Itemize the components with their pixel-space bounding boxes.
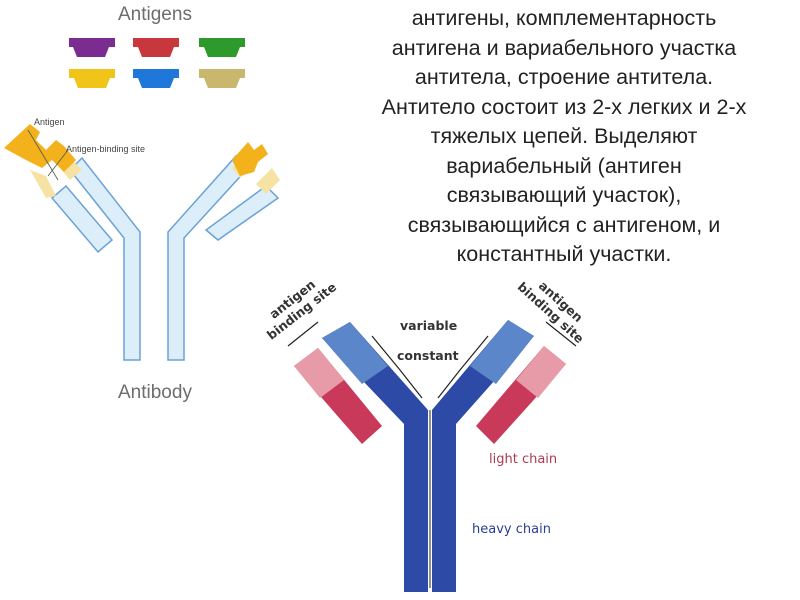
left-light-chain-right <box>204 185 280 241</box>
right-heavy-chain-right-variable <box>470 320 534 384</box>
binding-site-pointer <box>47 149 69 177</box>
variable-arrow-right <box>459 335 489 371</box>
antigens-title: Antigens <box>118 4 192 25</box>
antigen-tan <box>199 69 245 88</box>
detailed-antibody <box>287 320 577 592</box>
constant-arrow-right <box>437 369 461 399</box>
right-variable-region-2 <box>256 168 280 194</box>
bound-antigen-right <box>232 142 268 176</box>
antigen-green <box>199 38 245 57</box>
antigen-pointer <box>27 129 59 181</box>
antigen-label: Antigen <box>34 117 65 127</box>
constant-arrow-left <box>399 369 423 399</box>
right-heavy-chain-left-arm <box>322 322 428 592</box>
right-light-chain-left-variable <box>294 348 344 398</box>
simple-antibody <box>4 124 280 361</box>
binding-bracket-left <box>287 321 319 347</box>
right-heavy-chain-right-arm <box>432 320 534 592</box>
antigen-yellow <box>69 69 115 88</box>
constant-label: constant <box>397 348 459 363</box>
antigen-purple <box>69 38 115 57</box>
antigen-blue <box>133 69 179 88</box>
right-heavy-chain-left-variable <box>322 322 388 384</box>
variable-label: variable <box>400 318 458 333</box>
light-chain-label: light chain <box>489 452 558 467</box>
left-heavy-chain-left <box>68 156 141 361</box>
heavy-chain-label: heavy chain <box>472 522 551 537</box>
antigen-red <box>133 38 179 57</box>
main-description-text: антигены, комплементарность антигена и в… <box>381 6 747 266</box>
right-light-chain-right-variable <box>516 346 566 398</box>
bound-antigen-left <box>4 124 76 172</box>
left-heavy-chain-right <box>167 154 250 361</box>
antigen-shapes <box>69 38 245 88</box>
binding-bracket-right <box>545 321 577 347</box>
antigen-binding-site-label: Antigen-binding site <box>66 144 146 154</box>
left-variable-region-1 <box>30 170 56 198</box>
antibody-label: Antibody <box>118 382 192 403</box>
variable-arrow-left <box>371 335 401 371</box>
left-light-chain-left <box>50 184 114 254</box>
